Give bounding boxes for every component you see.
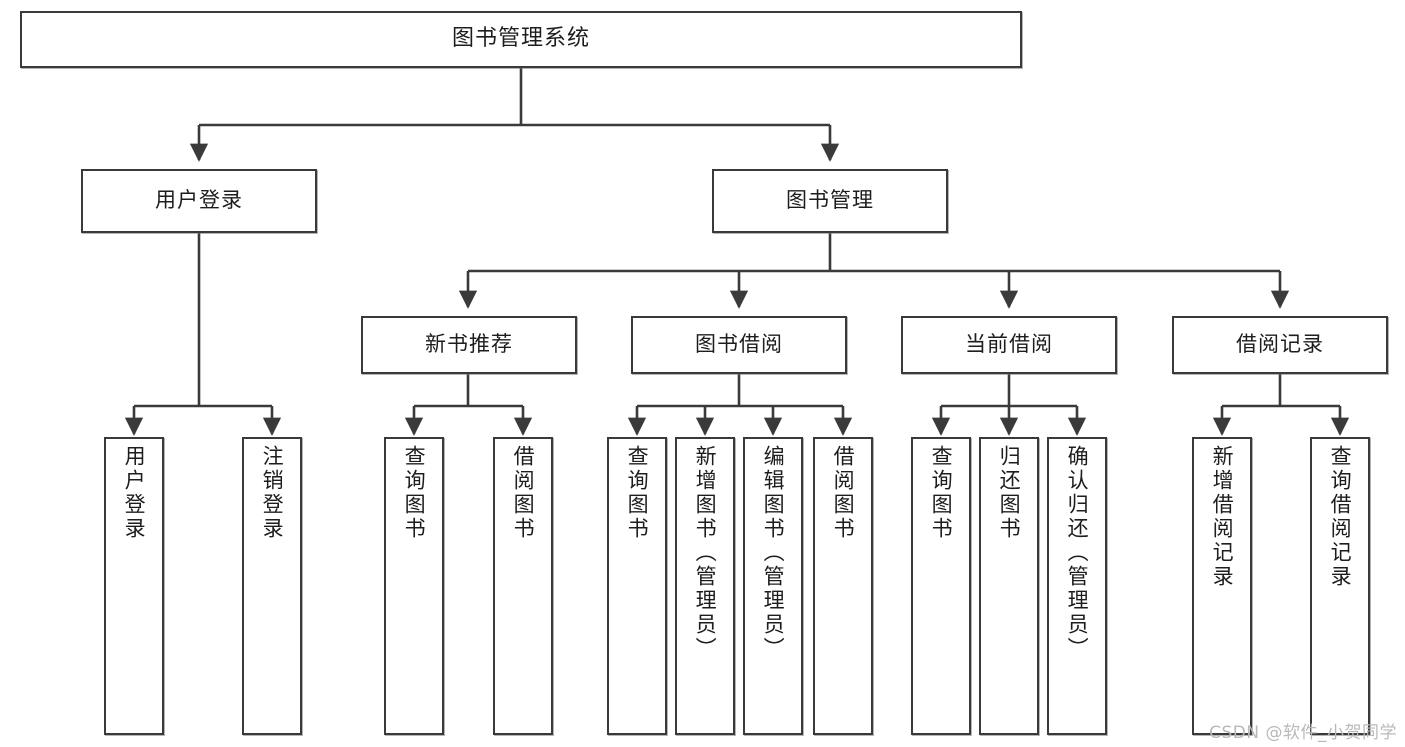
node-current-borrow-label: 当前借阅 bbox=[965, 332, 1053, 357]
node-current-borrow[interactable]: 当前借阅 bbox=[901, 316, 1117, 374]
leaf-new-book-query[interactable]: 查询图书 bbox=[384, 437, 444, 735]
leaf-label: 归还图书 bbox=[997, 445, 1022, 541]
leaf-user-login-login[interactable]: 用户登录 bbox=[104, 437, 164, 735]
leaf-current-borrow-return[interactable]: 归还图书 bbox=[979, 437, 1039, 735]
leaf-new-book-borrow[interactable]: 借阅图书 bbox=[493, 437, 553, 735]
node-user-login[interactable]: 用户登录 bbox=[81, 169, 317, 233]
leaf-label: 新增图书（管理员） bbox=[693, 445, 718, 661]
node-root-label: 图书管理系统 bbox=[451, 26, 590, 52]
leaf-book-borrow-query[interactable]: 查询图书 bbox=[607, 437, 667, 735]
leaf-borrow-record-query[interactable]: 查询借阅记录 bbox=[1310, 437, 1370, 735]
leaf-label: 查询图书 bbox=[625, 445, 650, 541]
node-root[interactable]: 图书管理系统 bbox=[20, 11, 1022, 68]
leaf-label: 借阅图书 bbox=[511, 445, 536, 541]
node-new-book-recommend[interactable]: 新书推荐 bbox=[361, 316, 577, 374]
node-book-borrow[interactable]: 图书借阅 bbox=[631, 316, 847, 374]
leaf-label: 查询借阅记录 bbox=[1328, 445, 1353, 589]
node-new-book-recommend-label: 新书推荐 bbox=[425, 332, 513, 357]
leaf-label: 注销登录 bbox=[260, 445, 285, 541]
leaf-label: 新增借阅记录 bbox=[1210, 445, 1235, 589]
leaf-borrow-record-add[interactable]: 新增借阅记录 bbox=[1192, 437, 1252, 735]
node-user-login-label: 用户登录 bbox=[155, 188, 243, 213]
leaf-current-borrow-query[interactable]: 查询图书 bbox=[911, 437, 971, 735]
leaf-label: 用户登录 bbox=[122, 445, 147, 541]
leaf-label: 编辑图书（管理员） bbox=[761, 445, 786, 661]
leaf-book-borrow-borrow[interactable]: 借阅图书 bbox=[813, 437, 873, 735]
leaf-book-borrow-add[interactable]: 新增图书（管理员） bbox=[675, 437, 735, 735]
node-borrow-record-label: 借阅记录 bbox=[1236, 332, 1324, 357]
node-book-management-label: 图书管理 bbox=[786, 188, 874, 213]
node-borrow-record[interactable]: 借阅记录 bbox=[1172, 316, 1388, 374]
node-book-borrow-label: 图书借阅 bbox=[695, 332, 783, 357]
leaf-current-borrow-confirm-return[interactable]: 确认归还（管理员） bbox=[1047, 437, 1107, 735]
leaf-label: 确认归还（管理员） bbox=[1065, 445, 1090, 661]
leaf-label: 借阅图书 bbox=[831, 445, 856, 541]
leaf-user-login-logout[interactable]: 注销登录 bbox=[242, 437, 302, 735]
leaf-label: 查询图书 bbox=[402, 445, 427, 541]
leaf-book-borrow-edit[interactable]: 编辑图书（管理员） bbox=[743, 437, 803, 735]
leaf-label: 查询图书 bbox=[929, 445, 954, 541]
node-book-management[interactable]: 图书管理 bbox=[712, 169, 948, 233]
